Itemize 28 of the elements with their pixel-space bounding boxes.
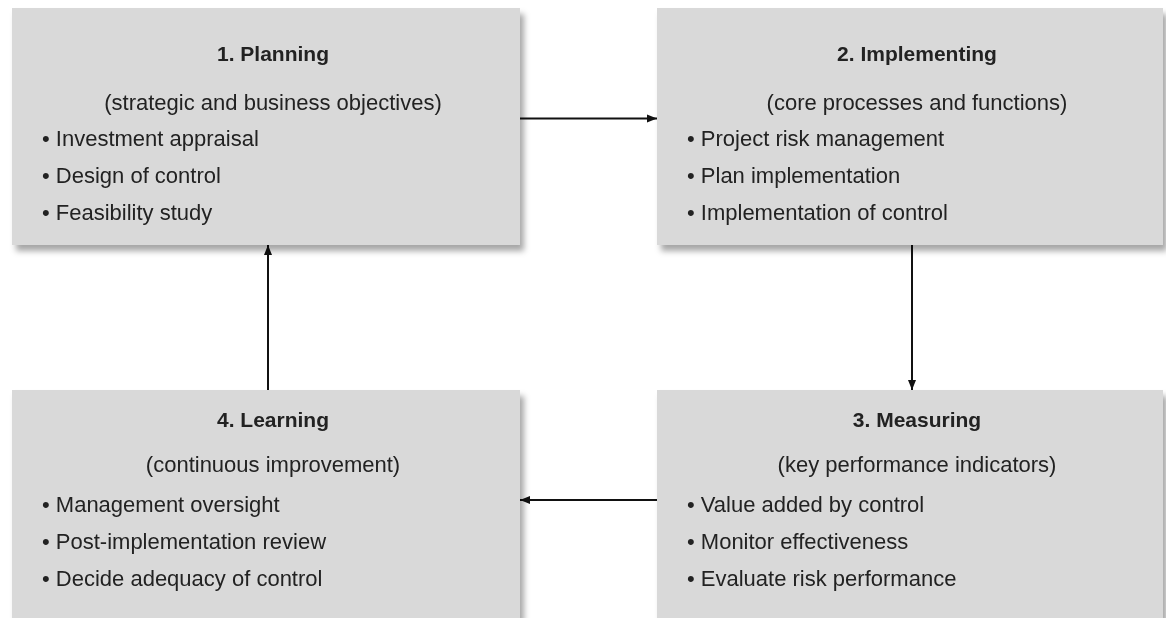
bullet-item: • Implementation of control (687, 199, 949, 227)
box-heading: 4. Learning (216, 408, 330, 432)
bullet-item: • Post-implementation review (42, 528, 328, 556)
bullet-item: • Feasibility study (42, 199, 214, 227)
bullet-item: • Value added by control (687, 491, 926, 519)
box-heading: 2. Implementing (836, 42, 998, 66)
box-heading: 3. Measuring (851, 408, 983, 432)
box-subtitle: (core processes and functions) (765, 90, 1069, 116)
bullet-item: • Plan implementation (687, 162, 902, 190)
arrow (908, 244, 916, 391)
arrow (519, 114, 658, 123)
process-box (657, 8, 1163, 245)
process-box (657, 390, 1163, 618)
bullet-item: • Monitor effectiveness (687, 528, 910, 556)
bullet-item: • Project risk management (687, 125, 946, 153)
box-subtitle: (strategic and business objectives) (103, 90, 443, 116)
bullet-item: • Design of control (42, 162, 222, 190)
box-subtitle: (continuous improvement) (144, 452, 402, 478)
bullet-item: • Investment appraisal (42, 125, 260, 153)
bullet-item: • Management oversight (42, 491, 281, 519)
box-subtitle: (key performance indicators) (776, 452, 1058, 478)
bullet-item: • Evaluate risk performance (687, 565, 958, 593)
arrow (519, 496, 658, 504)
bullet-item: • Decide adequacy of control (42, 565, 324, 593)
box-heading: 1. Planning (216, 42, 330, 66)
process-box (12, 8, 520, 245)
process-box (12, 390, 520, 618)
arrow (264, 244, 272, 391)
